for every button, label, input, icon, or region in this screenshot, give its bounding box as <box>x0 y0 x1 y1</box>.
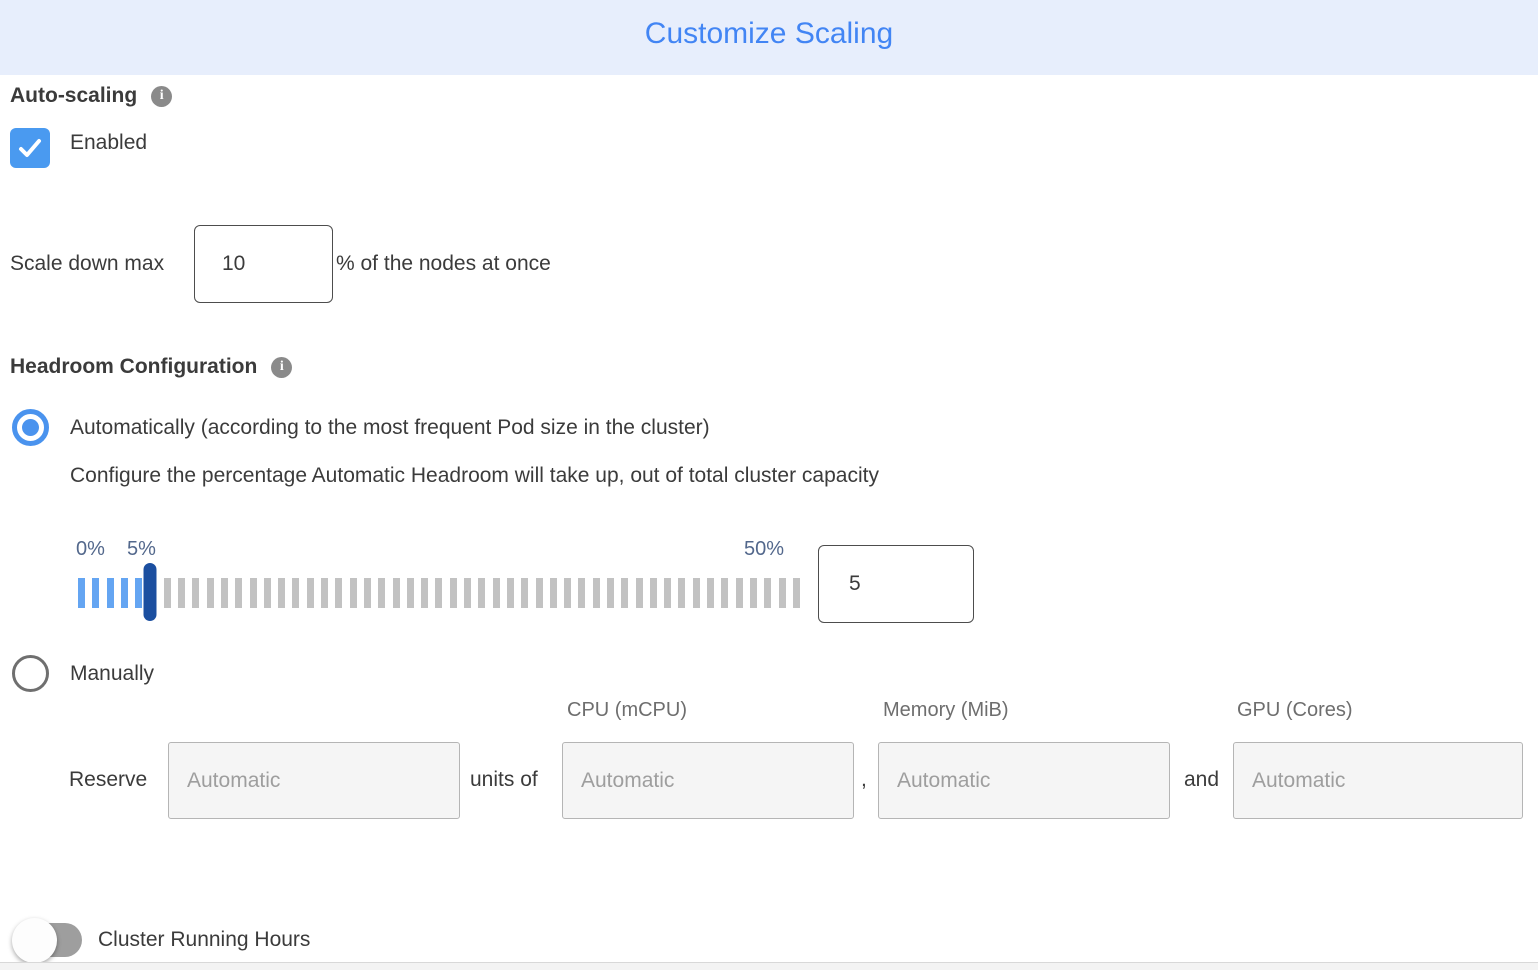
headroom-automatic-radio[interactable] <box>12 409 49 446</box>
reserve-memory-input[interactable] <box>878 742 1170 819</box>
bottom-strip <box>0 963 1538 970</box>
slider-tick <box>549 578 557 608</box>
slider-tick <box>163 578 171 608</box>
scale-down-max-input[interactable] <box>194 225 333 303</box>
slider-tick <box>220 578 228 608</box>
auto-scaling-section: Auto-scaling i <box>10 84 173 108</box>
slider-tick <box>349 578 357 608</box>
headroom-percentage-input[interactable] <box>818 545 974 623</box>
slider-tick <box>406 578 414 608</box>
slider-tick <box>764 578 772 608</box>
slider-max-label: 50% <box>744 538 785 560</box>
headroom-manual-label: Manually <box>70 662 155 685</box>
scale-down-suffix-label: % of the nodes at once <box>336 252 551 275</box>
headroom-slider-handle[interactable] <box>143 563 157 621</box>
units-of-label: units of <box>470 768 538 791</box>
slider-tick <box>592 578 600 608</box>
slider-tick <box>735 578 743 608</box>
slider-tick <box>535 578 543 608</box>
slider-tick <box>606 578 614 608</box>
slider-current-label: 5% <box>127 538 156 560</box>
slider-tick <box>192 578 200 608</box>
slider-tick <box>506 578 514 608</box>
slider-tick <box>564 578 572 608</box>
headroom-manual-radio[interactable] <box>12 655 49 692</box>
slider-tick <box>464 578 472 608</box>
slider-tick <box>664 578 672 608</box>
checkmark-icon <box>19 139 41 157</box>
headroom-automatic-label: Automatically (according to the most fre… <box>70 416 710 439</box>
slider-tick <box>78 578 85 608</box>
slider-tick <box>621 578 629 608</box>
reserve-label: Reserve <box>69 768 148 791</box>
slider-tick <box>120 578 128 608</box>
slider-tick <box>378 578 386 608</box>
auto-scaling-label: Auto-scaling <box>10 84 138 107</box>
radio-dot <box>22 419 39 436</box>
slider-tick <box>578 578 586 608</box>
slider-tick <box>278 578 286 608</box>
headroom-percentage-slider[interactable] <box>78 563 800 621</box>
slider-tick <box>135 578 143 608</box>
headroom-configuration-section: Headroom Configuration i <box>10 355 293 379</box>
slider-tick <box>478 578 486 608</box>
slider-tick <box>778 578 786 608</box>
slider-tick <box>721 578 729 608</box>
slider-tick <box>292 578 300 608</box>
auto-scaling-enabled-checkbox[interactable] <box>10 128 50 168</box>
slider-tick <box>235 578 243 608</box>
slider-tick <box>92 578 100 608</box>
slider-tick <box>635 578 643 608</box>
slider-tick <box>435 578 443 608</box>
slider-tick <box>649 578 657 608</box>
column-header-memory: Memory (MiB) <box>883 699 1009 721</box>
slider-tick <box>692 578 700 608</box>
bottom-divider <box>0 962 1538 963</box>
reserve-gpu-input[interactable] <box>1233 742 1523 819</box>
reserve-cpu-input[interactable] <box>562 742 854 819</box>
scale-down-max-label: Scale down max <box>10 252 165 275</box>
slider-tick <box>263 578 271 608</box>
headroom-automatic-description: Configure the percentage Automatic Headr… <box>70 464 879 487</box>
slider-tick <box>449 578 457 608</box>
slider-tick <box>363 578 371 608</box>
slider-tick <box>678 578 686 608</box>
enabled-label: Enabled <box>70 131 148 154</box>
column-header-cpu: CPU (mCPU) <box>567 699 687 721</box>
panel-header: Customize Scaling <box>0 0 1538 75</box>
comma-separator: , <box>861 768 867 791</box>
slider-tick <box>335 578 343 608</box>
headroom-slider-ticks <box>78 578 800 608</box>
slider-tick <box>392 578 400 608</box>
toggle-knob <box>12 918 57 963</box>
slider-tick <box>321 578 329 608</box>
cluster-running-hours-label: Cluster Running Hours <box>98 928 311 951</box>
slider-tick <box>178 578 186 608</box>
slider-tick <box>707 578 715 608</box>
headroom-configuration-label: Headroom Configuration <box>10 355 258 378</box>
slider-tick <box>421 578 429 608</box>
reserve-units-input[interactable] <box>168 742 460 819</box>
and-label: and <box>1184 768 1220 791</box>
cluster-running-hours-toggle[interactable] <box>12 918 82 963</box>
info-icon[interactable]: i <box>271 356 293 378</box>
slider-tick <box>492 578 500 608</box>
slider-tick <box>306 578 314 608</box>
slider-tick <box>792 578 800 608</box>
slider-tick <box>106 578 114 608</box>
slider-tick <box>249 578 257 608</box>
info-icon[interactable]: i <box>151 85 173 107</box>
slider-tick <box>521 578 529 608</box>
page-title: Customize Scaling <box>644 16 894 50</box>
slider-tick <box>206 578 214 608</box>
slider-tick <box>749 578 757 608</box>
slider-min-label: 0% <box>76 538 105 560</box>
column-header-gpu: GPU (Cores) <box>1237 699 1353 721</box>
